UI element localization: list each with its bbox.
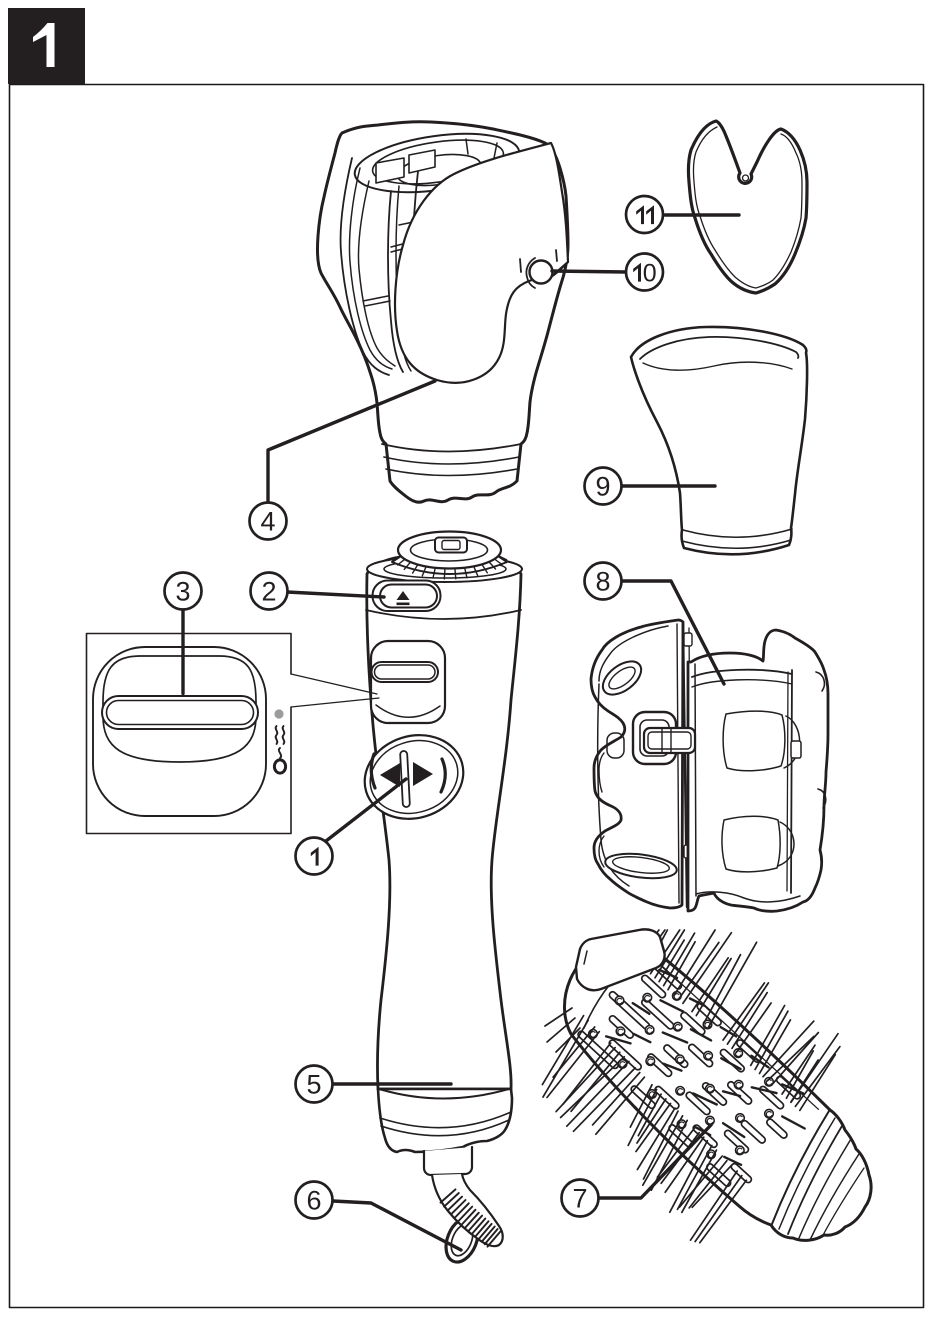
svg-text:0: 0	[643, 260, 657, 288]
svg-text:9: 9	[595, 472, 610, 502]
svg-text:8: 8	[595, 567, 610, 597]
svg-text:6: 6	[306, 1186, 321, 1216]
svg-text:7: 7	[572, 1184, 587, 1214]
svg-text:3: 3	[175, 577, 190, 607]
svg-text:4: 4	[260, 507, 275, 537]
svg-text:5: 5	[306, 1070, 321, 1100]
svg-text:2: 2	[261, 577, 276, 607]
